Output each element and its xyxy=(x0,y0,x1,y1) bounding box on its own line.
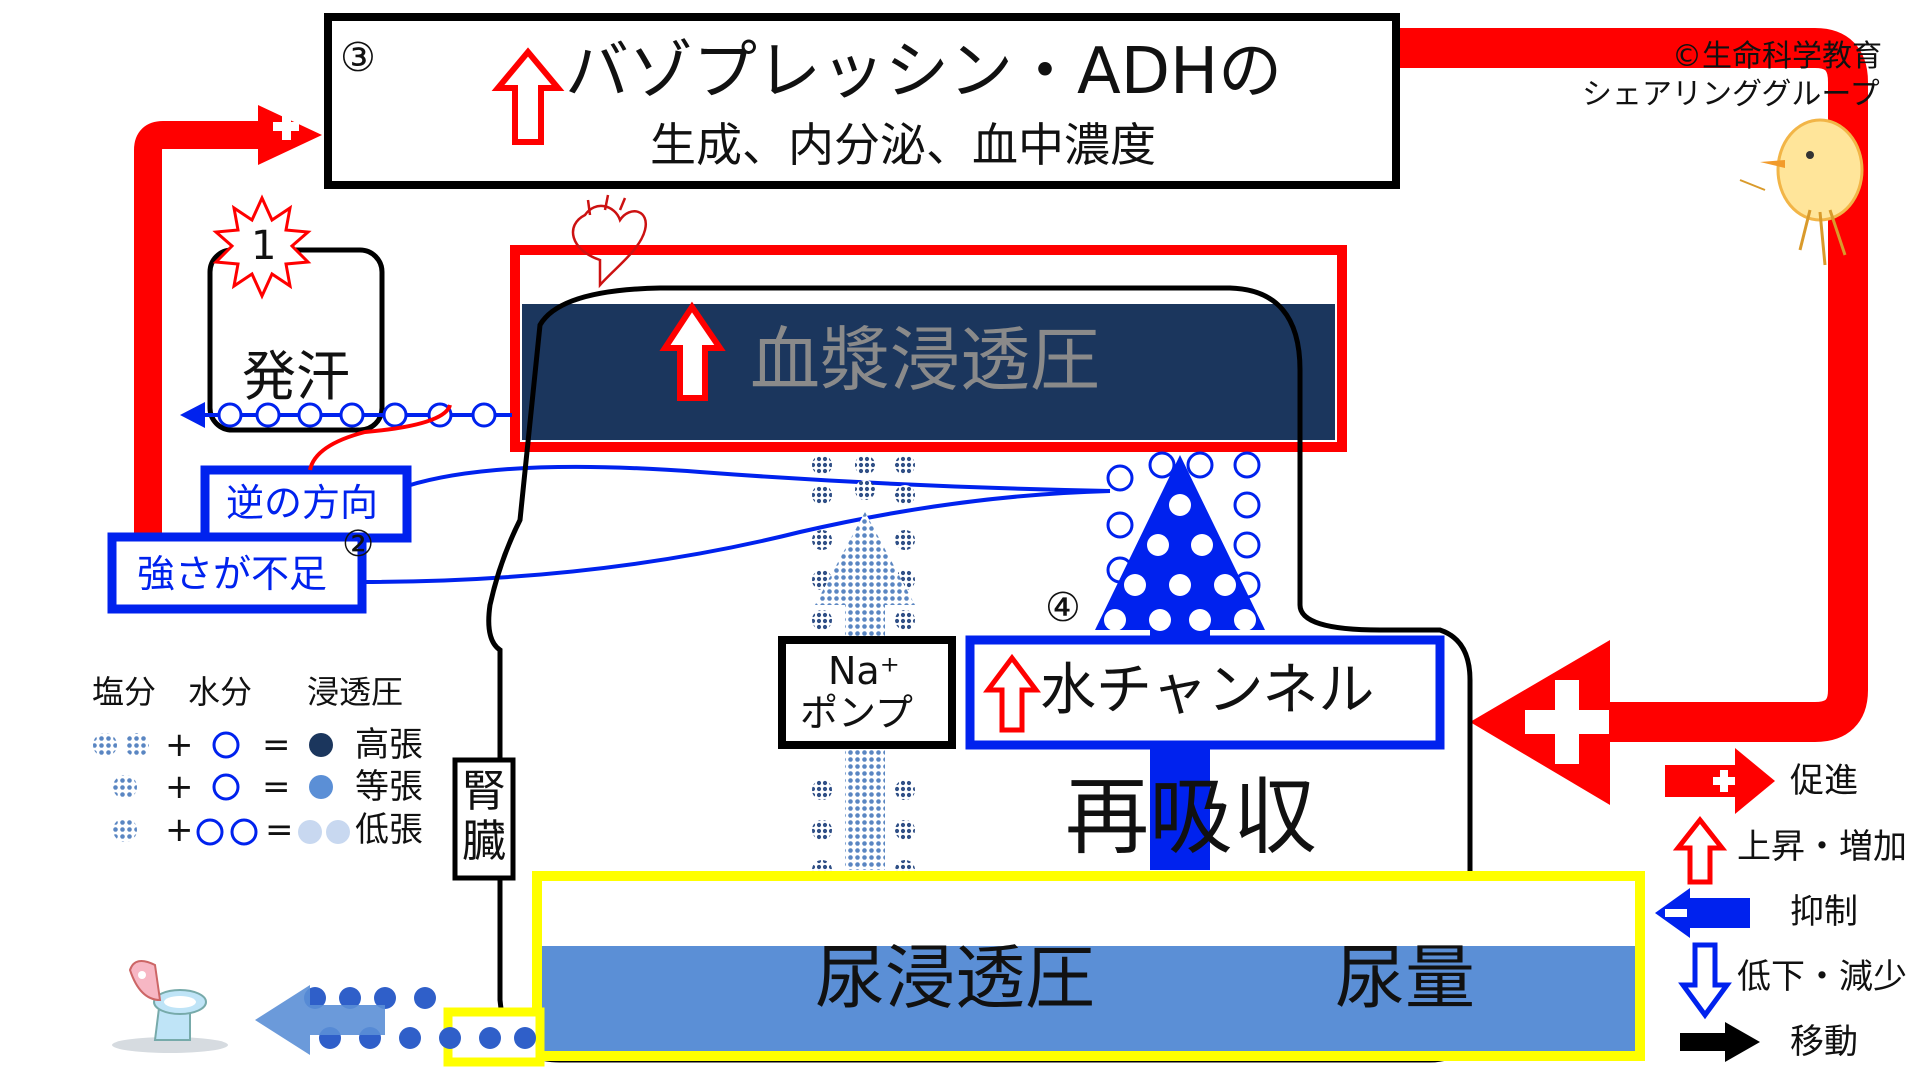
heart-icon xyxy=(571,194,648,289)
legend-symbols xyxy=(93,731,350,846)
legend-water-header: 水分 xyxy=(188,673,253,711)
adh-title-box xyxy=(324,13,1400,189)
reabsorption-label: 再吸収 xyxy=(1065,768,1318,866)
plus-icon xyxy=(282,113,291,140)
adh-subtitle: 生成、内分泌、血中濃度 xyxy=(650,118,1156,172)
toilet-icon xyxy=(112,960,228,1053)
key-promote-label: 促進 xyxy=(1790,761,1858,801)
plus-icon xyxy=(1525,710,1609,734)
weak-box xyxy=(107,532,367,614)
step1-number: 1 xyxy=(251,223,277,269)
low-tonic-icon xyxy=(298,820,322,844)
legend-low-label: 低張 xyxy=(355,810,423,850)
water-channel-box xyxy=(965,635,1445,750)
legend-salt-header: 塩分 xyxy=(92,673,157,711)
key-fall-label: 低下・減少 xyxy=(1737,957,1907,997)
reabsorb-arrow-dots xyxy=(1104,494,1256,631)
chick-mascot-icon xyxy=(1739,118,1864,266)
high-tonic-icon xyxy=(309,733,333,757)
kidney-outline xyxy=(486,285,1473,1063)
legend-plus: + xyxy=(165,810,194,850)
up-arrow-icon xyxy=(983,653,1041,733)
plasma-osmolality-label: 血漿浸透圧 xyxy=(750,319,1100,401)
salt-icon xyxy=(93,733,117,757)
step4-number: ④ xyxy=(1045,585,1081,631)
legend-iso-label: 等張 xyxy=(355,767,423,807)
legend-equals: = xyxy=(262,767,291,807)
plasma-fill xyxy=(522,304,1335,440)
salt-icon xyxy=(113,818,137,842)
insufficient-strength-label: 強さが不足 xyxy=(137,552,328,596)
reverse-direction-label: 逆の方向 xyxy=(226,481,379,525)
adh-title: バゾプレッシン・ADHの xyxy=(565,35,1283,109)
rise-key-icon xyxy=(1672,815,1728,885)
up-arrow-icon xyxy=(491,47,565,145)
reverse-link-line xyxy=(308,404,452,471)
move-key-icon xyxy=(1680,1033,1730,1051)
key-icons xyxy=(1655,748,1775,1062)
fall-key-icon xyxy=(1678,942,1732,1020)
legend-plus: + xyxy=(165,767,194,807)
urine-volume-label: 尿量 xyxy=(1335,937,1475,1019)
salt-icon xyxy=(125,733,149,757)
legend-equals: = xyxy=(262,725,291,765)
sweat-flow xyxy=(180,402,512,428)
sweat-label: 発汗 xyxy=(242,345,350,408)
salt-icon xyxy=(113,775,137,799)
na-pump-box xyxy=(778,636,956,749)
urine-osmolality-label: 尿浸透圧 xyxy=(815,937,1095,1019)
water-icon xyxy=(230,818,258,846)
kidney-char2: 臓 xyxy=(462,816,506,867)
legend-plus: + xyxy=(165,725,194,765)
water-icon xyxy=(196,818,224,846)
up-arrow-icon xyxy=(659,301,726,401)
copyright-line2: シェアリンググループ xyxy=(1582,77,1880,112)
iso-tonic-icon xyxy=(309,775,333,799)
step2-number: ② xyxy=(342,524,375,565)
water-icon xyxy=(212,773,240,801)
starburst-icon xyxy=(212,194,312,300)
key-inhibit-label: 抑制 xyxy=(1790,892,1858,932)
urine-fill xyxy=(542,946,1635,1051)
inhibit-line xyxy=(406,464,1111,493)
urine-out-arrow xyxy=(255,985,385,1055)
inhibit-line xyxy=(361,489,1111,584)
water-icon xyxy=(212,731,240,759)
legend-equals: = xyxy=(265,810,294,850)
low-tonic-icon xyxy=(326,820,350,844)
legend-high-label: 高張 xyxy=(355,725,423,765)
legend-osmo-header: 浸透圧 xyxy=(307,673,404,711)
adh-number: ③ xyxy=(340,35,376,81)
promote-loop-left xyxy=(134,105,322,545)
promote-loop-right xyxy=(1395,28,1868,805)
na-pump-line1: Na⁺ xyxy=(828,649,900,693)
inhibit-key-icon xyxy=(1690,898,1750,928)
kidney-char1: 腎 xyxy=(462,766,506,817)
key-rise-label: 上昇・増加 xyxy=(1737,827,1907,867)
kidney-label-box xyxy=(452,757,516,881)
copyright-line1: ©生命科学教育 xyxy=(1672,39,1882,74)
na-pump-line2: ポンプ xyxy=(800,691,913,735)
water-channel-label: 水チャンネル xyxy=(1040,658,1375,723)
key-move-label: 移動 xyxy=(1790,1022,1858,1062)
